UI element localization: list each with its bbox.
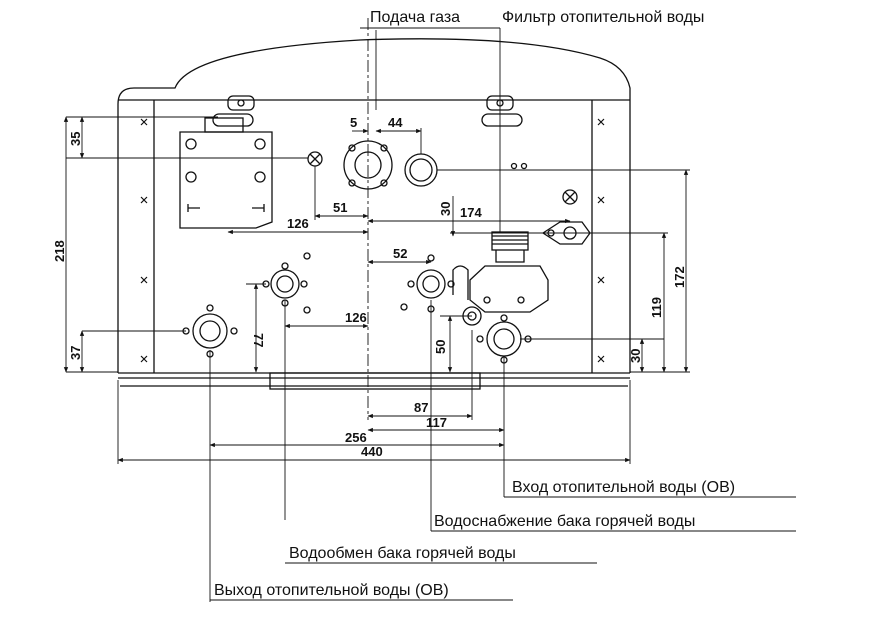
- dim-256: 256: [345, 430, 367, 445]
- pump-and-valve-assembly: [452, 231, 549, 364]
- side-screws: [140, 118, 605, 363]
- tank-supply-fitting: [400, 254, 455, 313]
- dim-5: 5: [350, 115, 357, 130]
- dim-50: 50: [433, 340, 448, 354]
- heating-filter-label: Фильтр отопительной воды: [502, 9, 704, 26]
- tank-exchange-fitting: [262, 252, 311, 314]
- gas-supply-fitting: [307, 140, 393, 190]
- dim-126-mid: 126: [345, 310, 367, 325]
- dim-126-top: 126: [287, 216, 309, 231]
- access-plate: [179, 117, 273, 229]
- mounting-bracket-left: [212, 95, 255, 127]
- dim-119: 119: [649, 297, 664, 318]
- heating-inlet-label: Вход отопительной воды (ОВ): [512, 479, 735, 496]
- dim-117: 117: [426, 415, 447, 430]
- dim-44: 44: [388, 115, 403, 130]
- gas-supply-label: Подача газа: [370, 9, 460, 26]
- boiler-body: [117, 38, 631, 390]
- dim-30-top: 30: [438, 202, 453, 216]
- dim-87: 87: [414, 400, 428, 415]
- dim-218: 218: [52, 240, 67, 262]
- heating-filter-fitting: [404, 153, 591, 245]
- dim-52: 52: [393, 246, 407, 261]
- dim-77: 77: [251, 333, 266, 347]
- dim-51: 51: [333, 200, 347, 215]
- tank-supply-label: Водоснабжение бака горячей воды: [434, 513, 695, 530]
- dim-174: 174: [460, 205, 482, 220]
- tank-exchange-label: Водообмен бака горячей воды: [289, 545, 516, 562]
- dim-35: 35: [68, 132, 83, 146]
- dimension-lines: [63, 18, 796, 602]
- heating-outlet-label: Выход отопительной воды (ОВ): [214, 582, 449, 599]
- dim-37: 37: [68, 346, 83, 360]
- dim-440: 440: [361, 444, 383, 459]
- heating-outlet-fitting: [182, 304, 238, 358]
- dim-172: 172: [672, 266, 687, 288]
- dim-30-right: 30: [628, 349, 643, 363]
